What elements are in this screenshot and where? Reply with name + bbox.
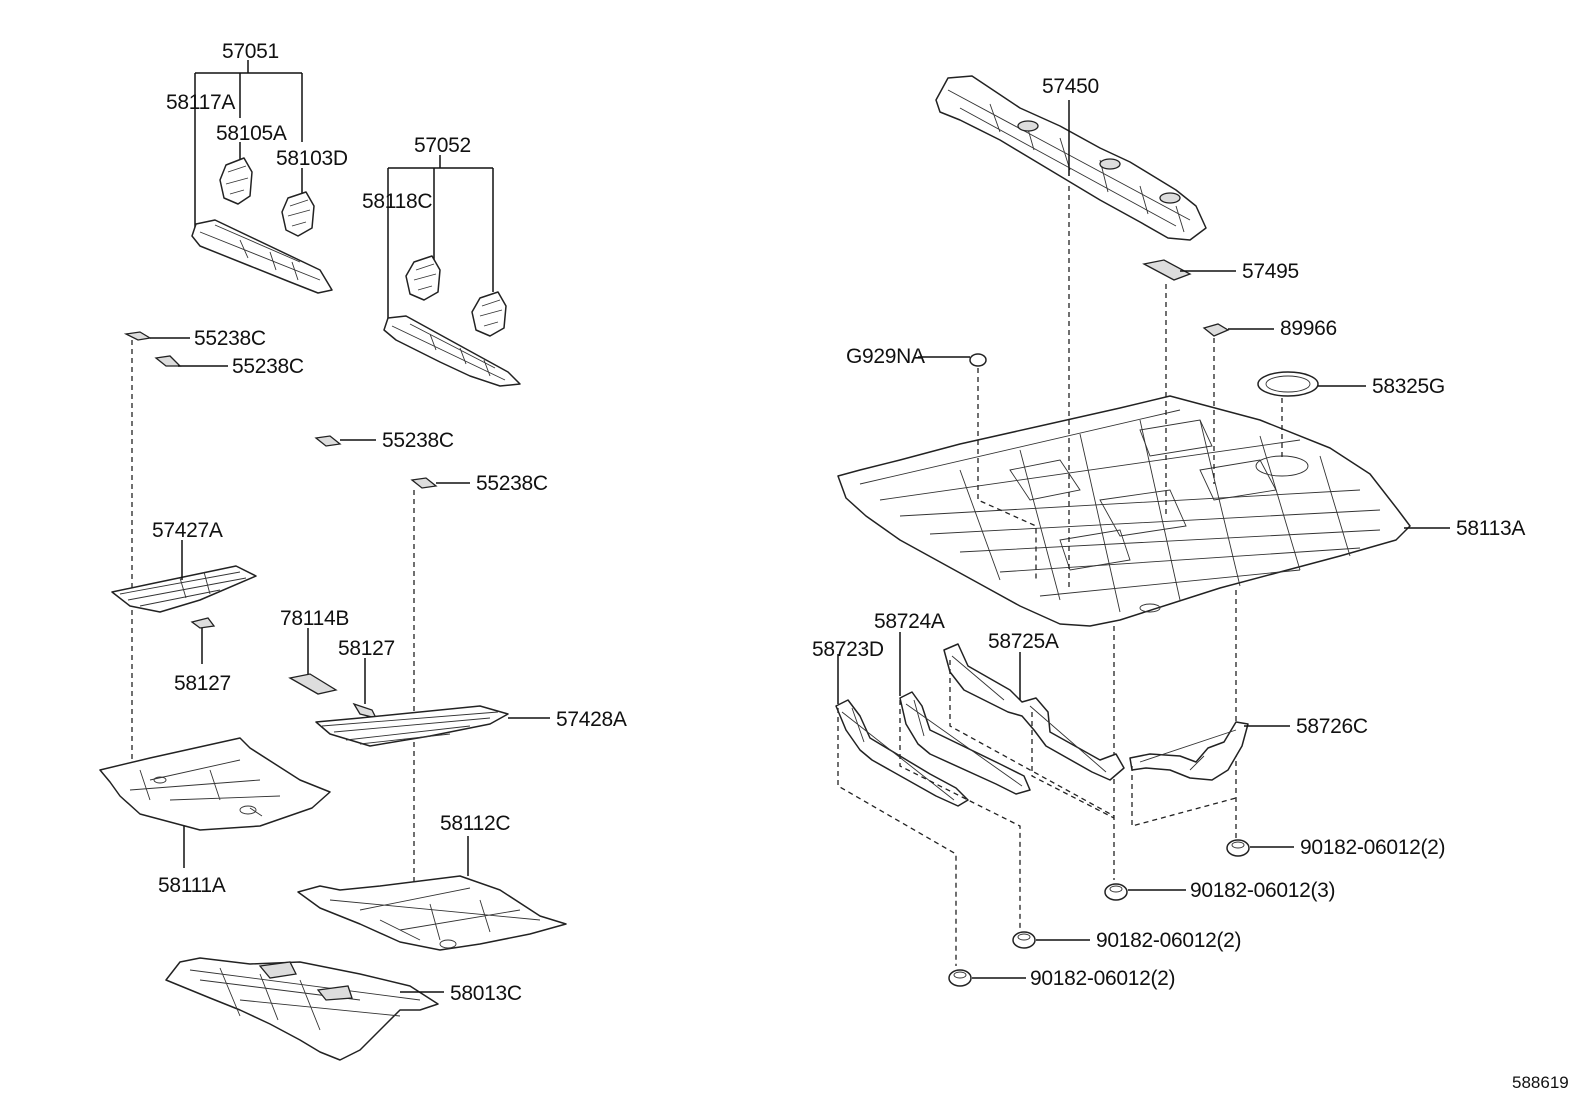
label-58127-2: 58127 <box>338 637 395 660</box>
part-bracket-57052-b <box>471 291 507 337</box>
label-58105A: 58105A <box>216 122 287 145</box>
label-58013C: 58013C <box>450 982 522 1005</box>
label-58113A: 58113A <box>1456 517 1525 540</box>
label-90182-b: 90182-06012(3) <box>1190 879 1335 902</box>
part-58127-bracket-2 <box>352 658 378 719</box>
part-58723D-bracket <box>835 654 969 807</box>
part-58726C-bracket <box>1129 721 1290 781</box>
label-90182-c: 90182-06012(2) <box>1096 929 1241 952</box>
label-78114B: 78114B <box>280 607 349 630</box>
part-90182-nut-b <box>1104 883 1186 901</box>
part-58105A-bracket <box>219 157 253 205</box>
label-57051: 57051 <box>222 40 279 63</box>
label-57427A: 57427A <box>152 519 223 542</box>
part-58112C-floor-pan <box>297 836 567 951</box>
label-55238C-4: 55238C <box>476 472 548 495</box>
part-55238C-clip-3 <box>314 435 376 447</box>
part-89966-sensor <box>1202 323 1274 337</box>
label-58724A: 58724A <box>874 610 945 633</box>
label-58103D: 58103D <box>276 147 348 170</box>
label-58726C: 58726C <box>1296 715 1368 738</box>
part-55238C-clip-1 <box>123 331 190 341</box>
part-78114B-plate <box>288 628 338 695</box>
part-90182-nut-c <box>1012 931 1090 949</box>
reference-number: 588619 <box>1512 1073 1569 1092</box>
part-55238C-clip-2 <box>154 355 228 367</box>
part-57450-crossmember <box>935 75 1207 241</box>
part-58325G-cover <box>1257 371 1366 397</box>
label-58725A: 58725A <box>988 630 1059 653</box>
bracket-57051 <box>194 60 303 228</box>
part-G929NA-grommet <box>918 353 987 367</box>
label-58325G: 58325G <box>1372 375 1445 398</box>
label-58127-1: 58127 <box>174 672 231 695</box>
part-58725A-bracket <box>943 643 1125 781</box>
part-58127-bracket-1 <box>190 617 216 664</box>
label-58111A: 58111A <box>158 874 226 897</box>
label-90182-a: 90182-06012(2) <box>1300 836 1445 859</box>
label-57495: 57495 <box>1242 260 1299 283</box>
label-58117A: 58117A <box>166 91 235 114</box>
part-58118C-rail <box>383 315 521 387</box>
part-58103D-bracket <box>281 191 315 237</box>
part-58013C-rear-floor <box>165 957 444 1061</box>
label-57052: 57052 <box>414 134 471 157</box>
label-89966: 89966 <box>1280 317 1337 340</box>
part-58117A-rail <box>191 219 333 294</box>
label-55238C-3: 55238C <box>382 429 454 452</box>
label-90182-d: 90182-06012(2) <box>1030 967 1175 990</box>
part-57428A-sill <box>315 705 550 747</box>
part-58111A-floor-pan <box>99 737 331 868</box>
part-57495-plate <box>1142 259 1236 281</box>
part-90182-nut-d <box>948 969 1026 987</box>
part-58113A-floor-pan <box>837 395 1450 627</box>
label-55238C-2: 55238C <box>232 355 304 378</box>
part-55238C-clip-4 <box>410 477 470 489</box>
label-55238C-1: 55238C <box>194 327 266 350</box>
label-58118C: 58118C <box>362 190 432 213</box>
label-58723D: 58723D <box>812 638 884 661</box>
bracket-57052 <box>387 155 494 322</box>
label-58112C: 58112C <box>440 812 510 835</box>
part-bracket-57052-a <box>405 255 441 301</box>
part-58724A-bracket <box>899 632 1031 795</box>
label-57428A: 57428A <box>556 708 627 731</box>
part-57427A-sill <box>111 540 257 613</box>
label-G929NA: G929NA <box>846 345 925 368</box>
part-90182-nut-a <box>1226 839 1294 857</box>
label-57450: 57450 <box>1042 75 1099 98</box>
